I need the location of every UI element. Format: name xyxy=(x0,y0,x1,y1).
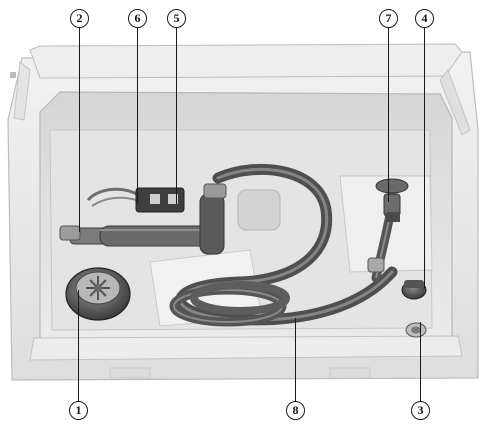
callout-7: 7 xyxy=(379,9,398,28)
leader-line-7 xyxy=(388,26,390,202)
leader-line-6 xyxy=(137,26,139,204)
callout-5: 5 xyxy=(167,9,186,28)
callout-8: 8 xyxy=(286,401,305,420)
filler-cap xyxy=(65,267,131,321)
callout-4: 4 xyxy=(415,9,434,28)
callout-2: 2 xyxy=(70,9,89,28)
drain-plug xyxy=(401,280,427,300)
leader-line-8 xyxy=(295,318,297,402)
hose-coil xyxy=(169,163,398,327)
callout-1: 1 xyxy=(69,401,88,420)
leader-line-4 xyxy=(424,26,426,288)
tray-recess xyxy=(29,91,463,379)
drain-outlet xyxy=(405,322,427,338)
leader-line-1 xyxy=(78,290,80,402)
callout-6: 6 xyxy=(128,9,147,28)
callout-3: 3 xyxy=(411,401,430,420)
pump-assembly xyxy=(59,183,227,255)
leader-line-5 xyxy=(176,26,178,204)
leader-line-3 xyxy=(420,322,422,402)
leader-line-2 xyxy=(79,26,81,232)
valve-hose xyxy=(367,178,409,283)
